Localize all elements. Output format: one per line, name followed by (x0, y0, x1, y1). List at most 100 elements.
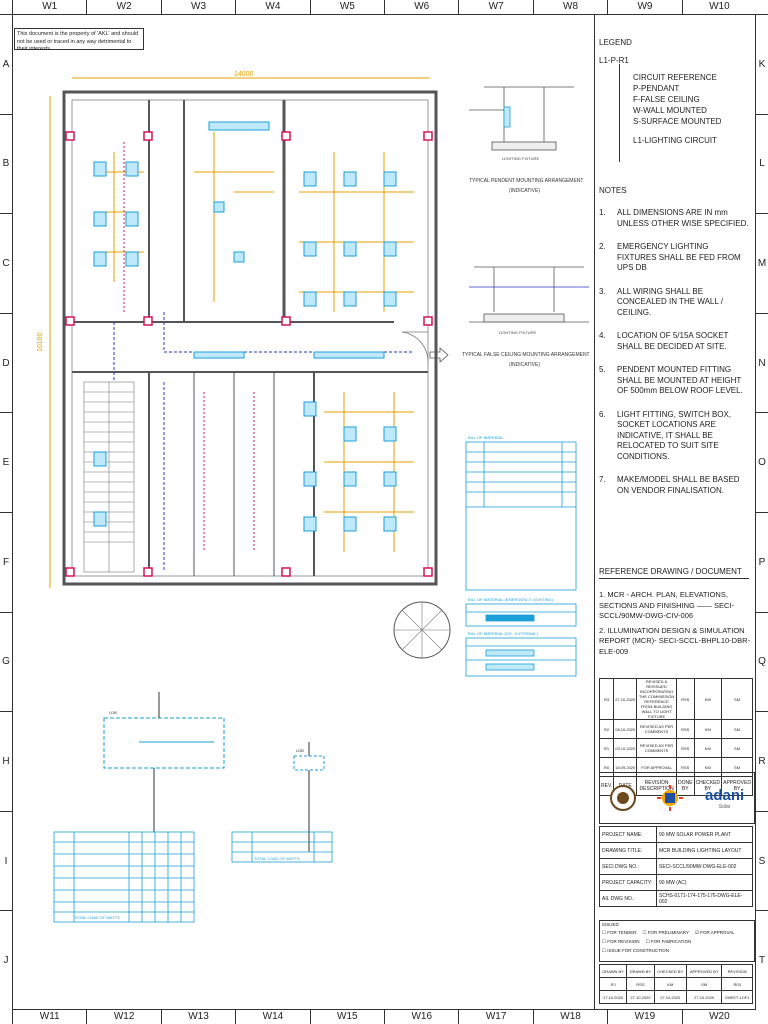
grid-row-label: H (0, 711, 12, 811)
grid-row-label: L (756, 113, 768, 214)
sld-right-total-label: TOTAL LOAD OF WATTS (254, 856, 300, 861)
legend-items: CIRCUIT REFERENCE P-PENDANT F-FALSE CEIL… (633, 72, 721, 146)
title-block-panel: LEGEND L1-P-R1 CIRCUIT REFERENCE P-PENDA… (594, 14, 757, 1010)
grid-row-label: M (756, 213, 768, 313)
lighting-fixture-label-2: LIGHTING FIXTURE (499, 330, 536, 335)
grid-row-label: G (0, 611, 12, 712)
grid-row-label: R (756, 711, 768, 811)
issued-status: ISSUED ☐ FOR TENDER ☐ FOR PRELIMINARY ☑ … (599, 920, 755, 962)
adani-logo: adani Solar (704, 786, 745, 810)
legend-item: P-PENDANT (633, 84, 680, 93)
note-item: 3.ALL WIRING SHALL BE CONCEALED IN THE W… (599, 286, 723, 317)
issue-option: ☐ FOR FABRICATION (645, 939, 692, 944)
reference-list: 1. MCR - ARCH. PLAN, ELEVATIONS, SECTION… (599, 590, 755, 657)
reference-title: REFERENCE DRAWING / DOCUMENT (599, 567, 749, 579)
grid-row-label: K (756, 14, 768, 114)
grid-col-label: W3 (160, 0, 235, 14)
grid-col-label: W18 (532, 1010, 607, 1024)
property-notice: This document is the property of 'AKL' a… (14, 28, 144, 52)
grid-col-label: W12 (86, 1010, 160, 1024)
ldb-single-line-diagram (103, 692, 325, 852)
light-fixtures (93, 121, 397, 532)
government-emblem-icon (609, 785, 636, 811)
detail2-title: TYPICAL FALSE CEILING MOUNTING ARRANGEME… (462, 352, 590, 358)
grid-row-label: A (0, 14, 12, 114)
legend-item: F-FALSE CEILING (633, 95, 700, 104)
grid-row-label: J (0, 910, 12, 1010)
drawing-frame (12, 14, 756, 1010)
grid-col-label: W20 (681, 1010, 756, 1024)
issue-option: ☑ FOR APPROVAL (694, 930, 735, 935)
bom-table-emergency (465, 603, 577, 627)
lighting-fixture-label: LIGHTING FIXTURE (502, 156, 539, 161)
lighting-layout-drawing: 14000 10100 (37, 71, 590, 923)
ldb-label: LDB (109, 710, 117, 715)
grid-row-label: P (756, 511, 768, 612)
issue-option: ☐ FOR PRELIMINARY (642, 930, 689, 935)
legend-item: S-SURFACE MOUNTED (633, 117, 722, 126)
grid-col-label: W15 (309, 1010, 384, 1024)
detail1-subtitle: (INDICATIVE) (509, 188, 540, 194)
bom-main-title: BILL OF MATERIAL (468, 435, 504, 440)
detail-pendent-mounting (469, 86, 574, 151)
staircase (83, 381, 135, 573)
detail1-title: TYPICAL PENDENT MOUNTING ARRANGEMENT (469, 178, 583, 184)
legend-item: W-WALL MOUNTED (633, 106, 707, 115)
grid-col-label: W8 (532, 0, 607, 14)
bom-table-sld-right (231, 831, 333, 863)
grid-row-label: D (0, 312, 12, 413)
grid-row-label: F (0, 511, 12, 612)
note-item: 1.ALL DIMENSIONS ARE IN mm UNLESS OTHER … (599, 208, 749, 228)
legend-item: L1-LIGHTING CIRCUIT (633, 136, 718, 145)
notes-title: NOTES (599, 186, 627, 195)
structural-columns (65, 131, 433, 577)
grid-col-label: W7 (458, 0, 532, 14)
grid-col-label: W14 (235, 1010, 309, 1024)
building-inner-wall (71, 99, 429, 577)
legend-reference: L1-P-R1 (599, 56, 629, 65)
bom-table-sld-left (53, 831, 195, 923)
grid-row-label: S (756, 810, 768, 911)
grid-col-label: W2 (86, 0, 160, 14)
grid-col-label: W10 (681, 0, 756, 14)
grid-col-label: W6 (384, 0, 458, 14)
grid-row-label: Q (756, 611, 768, 712)
grid-row-label: O (756, 412, 768, 512)
grid-col-label: W19 (607, 1010, 681, 1024)
grid-ref-bottom: W11 W12 W13 W14 W15 W16 W17 W18 W19 W20 (12, 1009, 756, 1024)
dimension-horizontal: 14000 (234, 71, 254, 78)
legend-title: LEGEND (599, 38, 632, 47)
grid-col-label: W17 (458, 1010, 532, 1024)
bom-table-main (465, 441, 577, 591)
grid-col-label: W13 (160, 1010, 235, 1024)
dimension-vertical: 10100 (37, 332, 44, 352)
bom-external-title: BILL OF MATERIAL (DG - EXTERNAL) (468, 631, 539, 636)
sld-left-total-label: TOTAL LOAD OF WATTS (74, 915, 120, 920)
issue-option: ☐ FOR TENDER (602, 930, 637, 935)
ups-ldb-label: LDB (296, 748, 304, 753)
building-outer-wall (62, 90, 438, 586)
grid-row-label: I (0, 810, 12, 911)
note-item: 5.PENDENT MOUNTED FITTING SHALL BE MOUNT… (599, 365, 743, 395)
grid-col-label: W4 (235, 0, 309, 14)
grid-col-label: W1 (12, 0, 86, 14)
issue-option: ☐ ISSUE FOR CONSTRUCTION (602, 948, 670, 953)
reference-item: 2. ILLUMINATION DESIGN & SIMULATION REPO… (599, 625, 750, 656)
entrance-door (401, 331, 449, 363)
detail-false-ceiling-mounting (469, 266, 589, 323)
issue-option: ☐ FOR REVISION (602, 939, 640, 944)
legend-leader-lines (619, 64, 640, 162)
grid-col-label: W9 (607, 0, 681, 14)
grid-row-label: B (0, 113, 12, 214)
grid-row-label: C (0, 213, 12, 313)
note-item: 2.EMERGENCY LIGHTING FIXTURES SHALL BE F… (599, 242, 741, 272)
seci-logo-icon (657, 785, 684, 811)
reference-item: 1. MCR - ARCH. PLAN, ELEVATIONS, SECTION… (599, 590, 735, 620)
grid-col-label: W11 (12, 1010, 86, 1024)
grid-row-label: N (756, 312, 768, 413)
